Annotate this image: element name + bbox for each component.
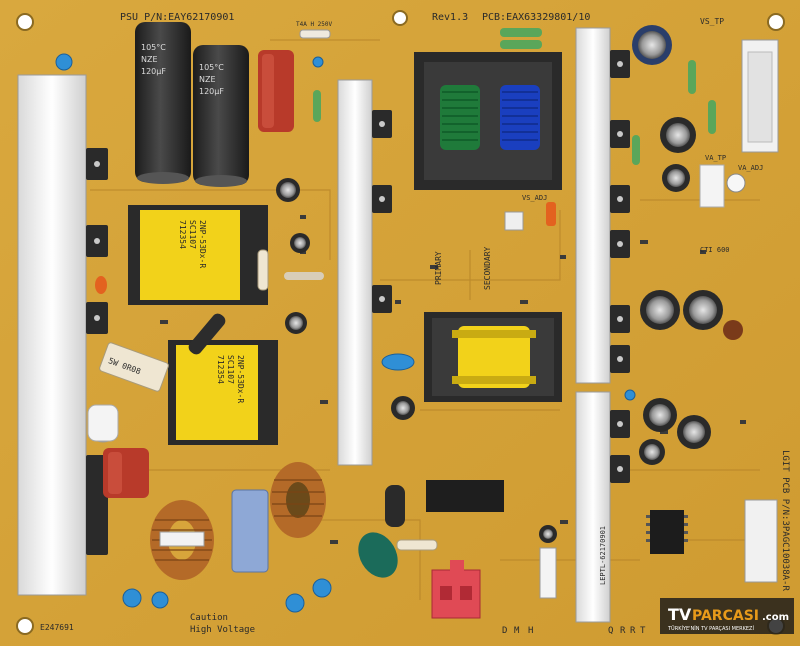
- heatsinks: [17, 27, 611, 623]
- main-transformer: [414, 52, 562, 190]
- watermark-domain: .com: [762, 612, 789, 623]
- axial-resistors: [257, 28, 716, 551]
- psu-part-number: PSU P/N:EAY62170901: [120, 12, 234, 23]
- edge-letter-m: M: [514, 626, 520, 636]
- edge-letters: D M H Q R R T: [502, 626, 646, 636]
- cti-label: CTI 600: [700, 246, 730, 254]
- watermark-logo: TV PARCASI .com TÜRKİYE'NİN TV PARÇASI M…: [660, 598, 794, 634]
- watermark-brand: PARCASI: [692, 608, 759, 624]
- fuse-label: T4A H 250V: [296, 21, 333, 28]
- cement-resistor: [99, 342, 169, 392]
- t2-label-1: 2NP-53Dx-R: [236, 355, 245, 403]
- cap1-series: NZE: [141, 55, 158, 64]
- edge-letter-d: D: [502, 626, 507, 636]
- ic-pins: [646, 515, 688, 542]
- pcb-part-number: PCB:EAX63329801/10: [482, 12, 590, 23]
- connector-label-vs-adj: VS_ADJ: [522, 194, 547, 202]
- toroid-inductors: [150, 462, 326, 580]
- t2-label-3: 712354: [216, 355, 225, 384]
- control-ic: [650, 510, 684, 554]
- edge-letter-r2: R: [630, 626, 636, 636]
- caution-line-1: Caution: [190, 613, 228, 623]
- t1-label-1: 2NP-53Dx-R: [198, 220, 207, 268]
- cap2-temp: 105°C: [199, 63, 224, 72]
- t2-label-2: SC1107: [226, 355, 235, 384]
- cap1-value: 120μF: [141, 67, 166, 76]
- y-capacitors: [55, 53, 636, 613]
- transistor-tabs: [94, 61, 623, 472]
- board-revision: Rev1.3: [432, 12, 468, 23]
- lot-label: LEPTL-62170901: [599, 526, 607, 585]
- certification-mark: E247691: [40, 623, 74, 632]
- cap2-value: 120μF: [199, 87, 224, 96]
- connector-label-va-tp: VA_TP: [705, 154, 726, 162]
- cap2-series: NZE: [199, 75, 216, 84]
- bulk-capacitors: [135, 22, 249, 187]
- small-diodes: [95, 173, 746, 294]
- connector-label-va-adj: VA_ADJ: [738, 164, 763, 172]
- watermark-tagline: TÜRKİYE'NİN TV PARÇASI MERKEZİ: [667, 625, 754, 632]
- t1-label-2: SC1107: [188, 220, 197, 249]
- edge-letter-r1: R: [620, 626, 626, 636]
- edge-letter-q: Q: [608, 626, 613, 636]
- film-capacitors: [103, 50, 294, 498]
- t1-label-3: 712354: [178, 220, 187, 249]
- power-diode: [188, 313, 226, 355]
- connector-label-vs-tp: VS_TP: [700, 17, 724, 26]
- red-connector: [431, 560, 481, 619]
- transformer-labels: 2NP-53Dx-R SC1107 712354 2NP-53Dx-R SC11…: [178, 220, 245, 403]
- bridge-rectifier: [426, 480, 504, 512]
- thermistor: [87, 404, 119, 443]
- output-connectors: [539, 39, 779, 599]
- x-capacitor: [231, 489, 269, 573]
- bulk-capacitor-text: 105°C NZE 120μF 105°C NZE 120μF: [141, 43, 224, 96]
- cap1-temp: 105°C: [141, 43, 166, 52]
- standby-transformers: [128, 205, 278, 445]
- edge-letter-t: T: [640, 626, 646, 636]
- opto-coupler: [385, 485, 405, 527]
- vertical-part-number: LGIT PCB P/N:3PAGC10038A-R: [780, 450, 790, 591]
- watermark-tv: TV: [668, 605, 692, 624]
- primary-label: PRIMARY: [434, 251, 443, 285]
- edge-letter-h: H: [528, 626, 533, 636]
- secondary-label: SECONDARY: [483, 246, 492, 290]
- caution-line-2: High Voltage: [190, 625, 255, 635]
- secondary-transformer: [424, 312, 562, 402]
- ceramic-capacitor-green: [358, 532, 398, 578]
- electrolytic-capacitors: [276, 25, 743, 543]
